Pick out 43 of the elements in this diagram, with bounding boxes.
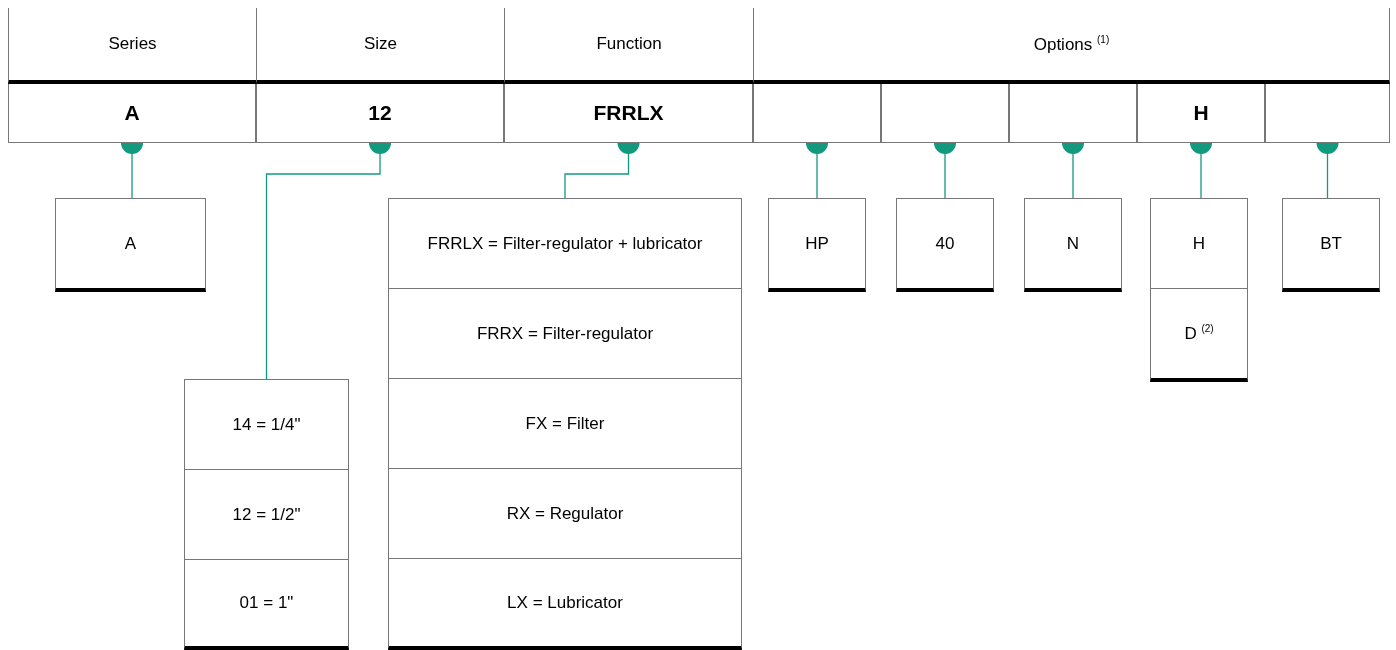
column-heading: Size	[363, 34, 398, 54]
header-cell	[753, 8, 1390, 84]
code-character: H	[1193, 101, 1209, 125]
header-cell	[8, 8, 256, 84]
code-character: 12	[368, 101, 392, 125]
code-character: FRRLX	[593, 101, 664, 125]
code-cell	[8, 84, 256, 143]
option-code: RX = Regulator	[506, 503, 624, 524]
code-cell	[753, 84, 881, 143]
column-heading: Options $^{(1)}$	[1033, 33, 1110, 55]
option-code: LX = Lubricator	[507, 592, 623, 613]
option-code: BT	[1320, 233, 1342, 254]
option-code: 14 = 1/4"	[232, 414, 301, 435]
option-code: FX = Filter	[525, 413, 605, 434]
code-cell	[504, 84, 753, 143]
option-code: 40	[935, 233, 955, 254]
code-cell	[256, 84, 504, 143]
code-cell	[881, 84, 1009, 143]
option-code: N	[1066, 233, 1080, 254]
option-list-box	[184, 379, 349, 650]
code-cell	[1265, 84, 1390, 143]
column-heading: Function	[596, 34, 662, 54]
option-box	[1282, 198, 1380, 292]
option-code: HP	[805, 233, 829, 254]
column-heading: Series	[108, 34, 157, 54]
option-code: D $^{(2)}$	[1184, 323, 1214, 344]
option-code: FRRLX = Filter-regulator + lubricator	[427, 233, 703, 254]
option-box	[768, 198, 866, 292]
option-code: 12 = 1/2"	[232, 504, 301, 525]
option-box	[55, 198, 206, 292]
code-character: A	[124, 101, 140, 125]
header-cell	[504, 8, 753, 84]
header-cell	[256, 8, 504, 84]
option-box	[1024, 198, 1122, 292]
option-list-box	[388, 198, 742, 650]
option-code: 01 = 1"	[239, 593, 294, 613]
option-code: FRRX = Filter-regulator	[476, 323, 654, 344]
option-list-box	[1150, 198, 1248, 382]
option-code: H	[1192, 233, 1206, 254]
option-code: A	[124, 233, 137, 254]
code-cell	[1009, 84, 1137, 143]
code-cell	[1137, 84, 1265, 143]
option-box	[896, 198, 994, 292]
